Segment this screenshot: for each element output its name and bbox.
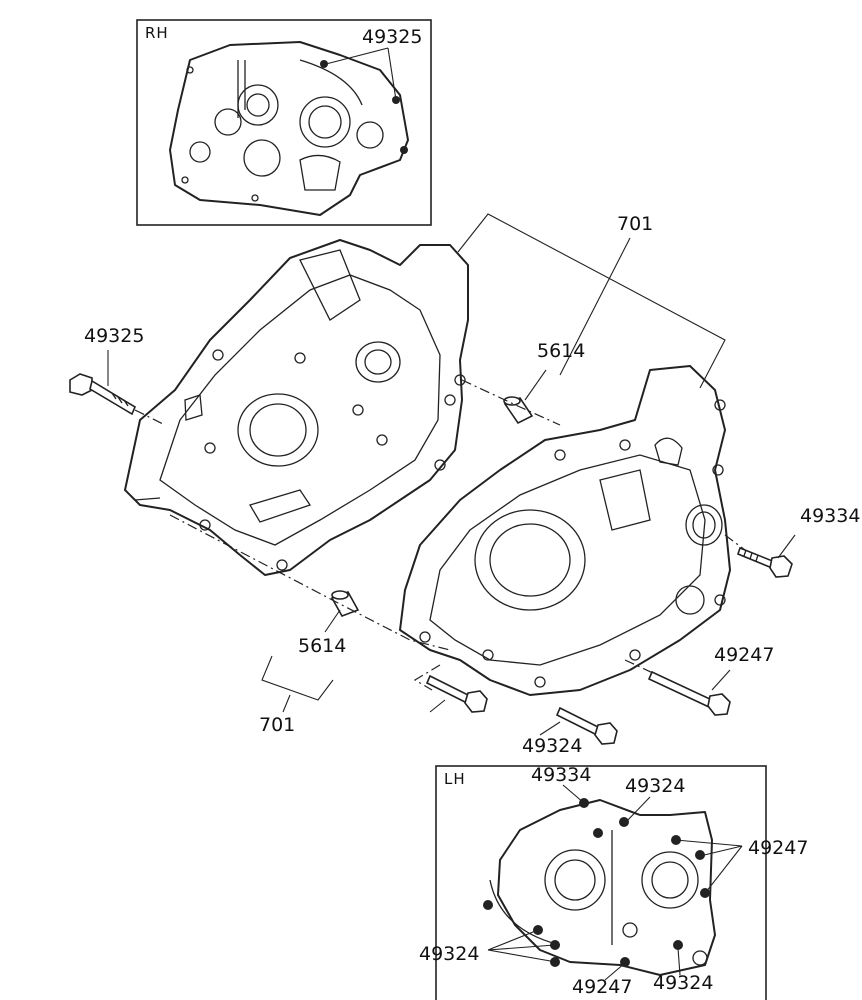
lh-callout-49334: 49334	[531, 764, 591, 786]
lh-callout-49324-left: 49324	[419, 943, 479, 965]
leader-5614-top	[524, 369, 547, 401]
leader-5614-bottom	[324, 609, 341, 633]
rh-inset-label: RH	[145, 24, 169, 42]
lh-inset-label: LH	[444, 770, 466, 788]
callout-49324: 49324	[522, 735, 582, 757]
left-cylinder-bore	[237, 393, 319, 467]
bolt-49334	[737, 546, 793, 578]
callout-701-bottom: 701	[259, 714, 295, 736]
lh-callout-49247-bottom: 49247	[572, 976, 632, 998]
right-case-outline	[399, 365, 731, 696]
lh-inset: LH 49334 49324 49247 49324 492	[419, 764, 808, 1000]
dowel-bottom	[330, 590, 360, 617]
right-crankcase-half	[399, 365, 731, 696]
bolt-49247	[647, 670, 731, 716]
callout-5614-top: 5614	[537, 340, 585, 362]
bolt-49324-b	[555, 706, 618, 745]
bolt-49325	[69, 373, 137, 416]
lh-callout-49324-top: 49324	[625, 775, 685, 797]
leader-49324	[429, 699, 561, 736]
left-crankcase-half	[124, 239, 469, 576]
callout-49247: 49247	[714, 644, 774, 666]
callout-49334: 49334	[800, 505, 860, 527]
left-case-outline	[124, 239, 469, 576]
callout-701-top: 701	[617, 213, 653, 235]
lh-callout-49247-right: 49247	[748, 837, 808, 859]
callout-49325: 49325	[84, 325, 144, 347]
lh-bore-2	[641, 851, 699, 909]
rh-inset: RH 49325	[136, 19, 432, 226]
leader-701-top	[457, 213, 726, 389]
lh-crankcase-outline	[497, 799, 716, 976]
callout-5614-bottom: 5614	[298, 635, 346, 657]
leader-701-bottom	[261, 655, 334, 713]
rh-callout-49325: 49325	[362, 26, 422, 48]
bolt-49324-a	[425, 674, 488, 713]
dowel-top	[503, 396, 534, 425]
right-bearing-bore	[685, 504, 723, 546]
lh-callout-49324-bottom: 49324	[653, 972, 713, 994]
leader-49247	[711, 669, 731, 691]
rh-bore-2	[299, 96, 351, 148]
leader-49334	[777, 534, 796, 559]
lh-bore-1	[544, 849, 606, 911]
